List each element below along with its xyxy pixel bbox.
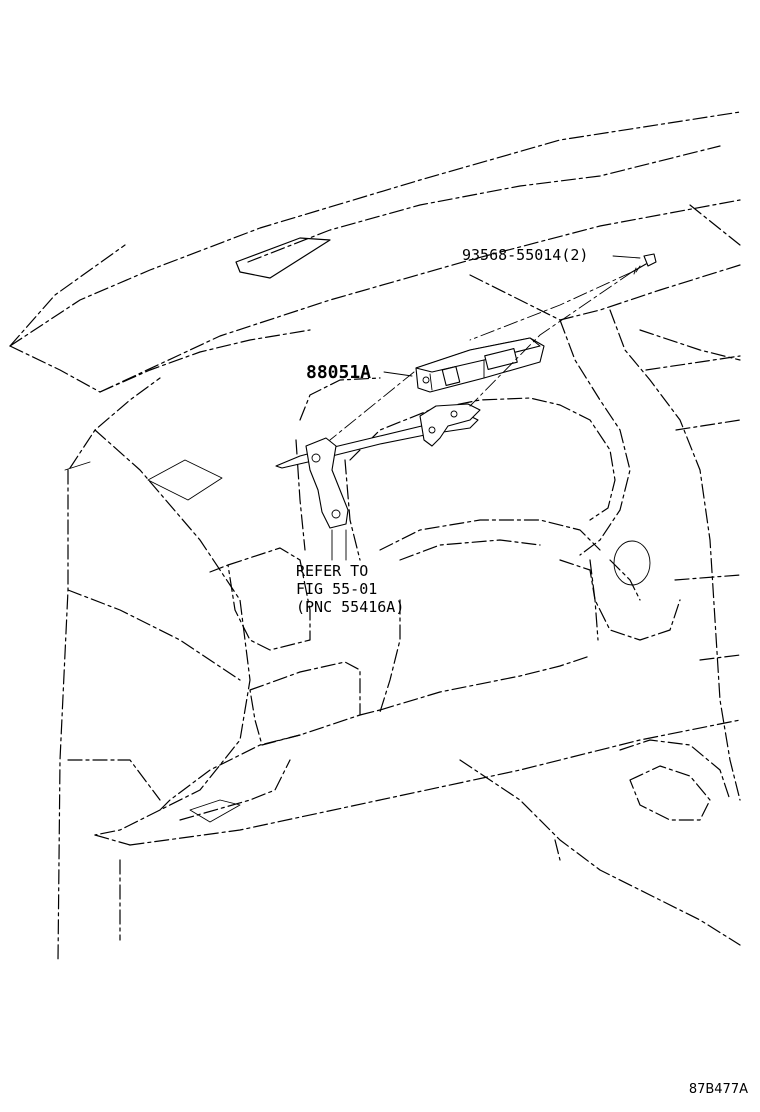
reference-line-2: FIG 55-01	[296, 580, 378, 598]
module-88051a	[415, 337, 545, 393]
reference-line-1: REFER TO	[296, 562, 369, 580]
reference-line-3: (PNC 55416A)	[296, 598, 405, 616]
screw-93568-55014	[631, 253, 657, 275]
screw-part-number-label: 93568-55014(2)	[462, 246, 589, 264]
figure-code-label: 87B477A	[688, 1082, 748, 1097]
leader-lines	[329, 255, 641, 561]
dashboard-outline	[57, 237, 741, 961]
reference-note: REFER TO FIG 55-01 (PNC 55416A)	[296, 562, 404, 616]
windshield-outline	[9, 111, 741, 393]
center-panel-outline	[209, 309, 741, 801]
mounting-bracket	[275, 403, 481, 529]
main-part-number-label: 88051A	[306, 362, 372, 383]
